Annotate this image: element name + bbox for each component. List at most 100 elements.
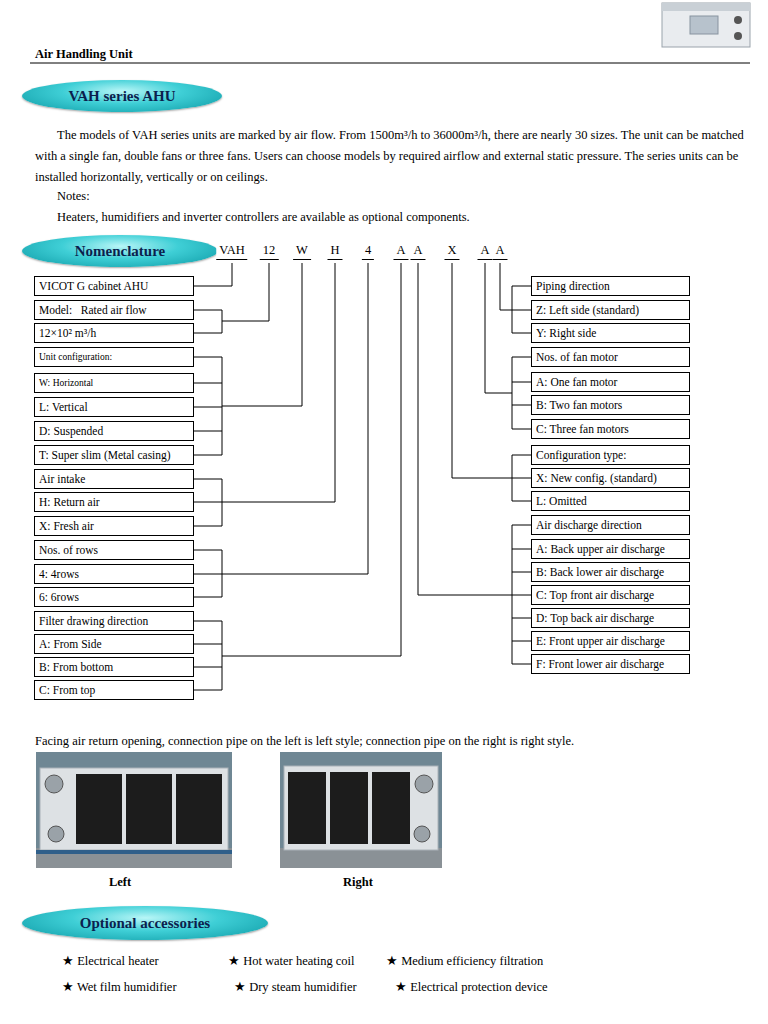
unit-top <box>662 3 750 11</box>
code-option-box: 4: 4rows <box>34 564 194 584</box>
option-text: Air discharge direction <box>536 518 642 532</box>
code-option-box: A: Back upper air discharge <box>531 539 690 559</box>
photo-caption: Left <box>109 872 131 893</box>
filter-panel <box>330 772 368 844</box>
option-text: Y: Right side <box>536 326 596 340</box>
option-text: B: From bottom <box>39 660 113 674</box>
code-option-box: VICOT G cabinet AHU <box>34 276 194 296</box>
code-option-box: L: Vertical <box>34 397 194 417</box>
pipe-stub <box>734 16 742 24</box>
option-text: Piping direction <box>536 279 610 293</box>
leader-line <box>500 263 512 310</box>
leader-line <box>194 263 232 286</box>
section-banner: Nomenclature <box>22 235 218 267</box>
bracket-line <box>512 310 531 311</box>
option-text: 6: 6rows <box>39 590 79 604</box>
option-text: L: Vertical <box>39 400 88 414</box>
photo-background <box>280 752 442 868</box>
code-option-box: D: Top back air discharge <box>531 608 690 628</box>
option-text: Filter drawing direction <box>39 614 148 628</box>
code-option-box: B: Two fan motors <box>531 395 690 415</box>
unit-casing <box>284 766 438 850</box>
option-text: X: New config. (standard) <box>536 471 657 485</box>
code-option-box: C: Three fan motors <box>531 419 690 439</box>
bracket-line <box>194 574 222 575</box>
code-option-box: E: Front upper air discharge <box>531 631 690 651</box>
photo-floor <box>36 848 232 868</box>
option-text: Unit configuration: <box>39 350 112 364</box>
code-option-box: Z: Left side (standard) <box>531 300 690 320</box>
unit-base <box>36 850 232 854</box>
product-thumbnail <box>662 3 750 47</box>
header-rule <box>30 63 750 64</box>
left-style-photo <box>36 752 232 868</box>
code-option-box: Nos. of fan motor <box>531 347 690 367</box>
bracket-line <box>512 286 531 333</box>
model-code-part: W <box>293 242 311 260</box>
photo-caption: Right <box>343 872 373 893</box>
leader-line <box>452 263 512 478</box>
model-code-part: A <box>477 242 492 260</box>
page-header: Air Handling Unit <box>35 44 133 65</box>
option-text: D: Suspended <box>39 424 103 438</box>
option-text: A: Back upper air discharge <box>536 542 665 556</box>
model-code-part: X <box>444 242 459 260</box>
bracket-line <box>512 549 531 550</box>
code-option-box: F: Front lower air discharge <box>531 654 690 674</box>
bracket-line <box>194 621 222 690</box>
option-text: W: Horizontal <box>39 376 93 390</box>
code-option-box: C: From top <box>34 680 194 700</box>
section-banner: VAH series AHU <box>22 80 222 112</box>
filter-panel <box>176 774 222 844</box>
bracket-line <box>194 310 222 333</box>
leader-line <box>222 263 335 502</box>
leader-line <box>222 263 269 321</box>
model-code-part: 12 <box>260 242 279 260</box>
filter-panel <box>126 774 172 844</box>
accessory-item: ★ Wet film humidifier <box>62 977 177 998</box>
code-option-box: Configuration type: <box>531 445 690 465</box>
option-text: Air intake <box>39 472 85 486</box>
option-text: C: Top front air discharge <box>536 588 654 602</box>
option-text: C: From top <box>39 683 95 697</box>
code-option-box: L: Omitted <box>531 491 690 511</box>
code-option-box: D: Suspended <box>34 421 194 441</box>
leader-line <box>222 263 401 656</box>
notes-text: Heaters, humidifiers and inverter contro… <box>57 207 747 228</box>
code-option-box: Filter drawing direction <box>34 611 194 631</box>
code-option-box: C: Top front air discharge <box>531 585 690 605</box>
code-option-box: B: From bottom <box>34 657 194 677</box>
option-text: B: Back lower air discharge <box>536 565 664 579</box>
bracket-line <box>512 357 531 429</box>
option-text: Nos. of rows <box>39 543 98 557</box>
section-banner: Optional accessories <box>22 906 268 940</box>
option-text: L: Omitted <box>536 494 587 508</box>
bracket-line <box>512 641 531 642</box>
right-style-photo <box>280 752 442 868</box>
nomenclature-brackets <box>194 263 531 690</box>
option-text: A: From Side <box>39 637 102 651</box>
leader-line <box>222 263 368 574</box>
code-option-box: Air discharge direction <box>531 515 690 535</box>
banner-text: Nomenclature <box>75 242 166 260</box>
leader-line <box>485 263 512 393</box>
bracket-line <box>512 382 531 383</box>
pipe-connection <box>45 775 63 793</box>
code-option-box: A: One fan motor <box>531 372 690 392</box>
accessory-item: ★ Medium efficiency filtration <box>386 951 543 972</box>
bracket-line <box>512 478 531 479</box>
photo-background <box>36 752 232 868</box>
option-text: 4: 4rows <box>39 567 79 581</box>
banner-text: VAH series AHU <box>68 87 175 105</box>
code-option-box: Y: Right side <box>531 323 690 343</box>
option-text: A: One fan motor <box>536 375 617 389</box>
option-text: Model: Rated air flow <box>39 303 147 317</box>
bracket-line <box>194 431 222 432</box>
option-text: T: Super slim (Metal casing) <box>39 448 171 462</box>
code-option-box: 6: 6rows <box>34 587 194 607</box>
unit-casing <box>40 768 228 850</box>
option-text: VICOT G cabinet AHU <box>39 279 148 293</box>
code-option-box: A: From Side <box>34 634 194 654</box>
bracket-line <box>194 550 222 597</box>
